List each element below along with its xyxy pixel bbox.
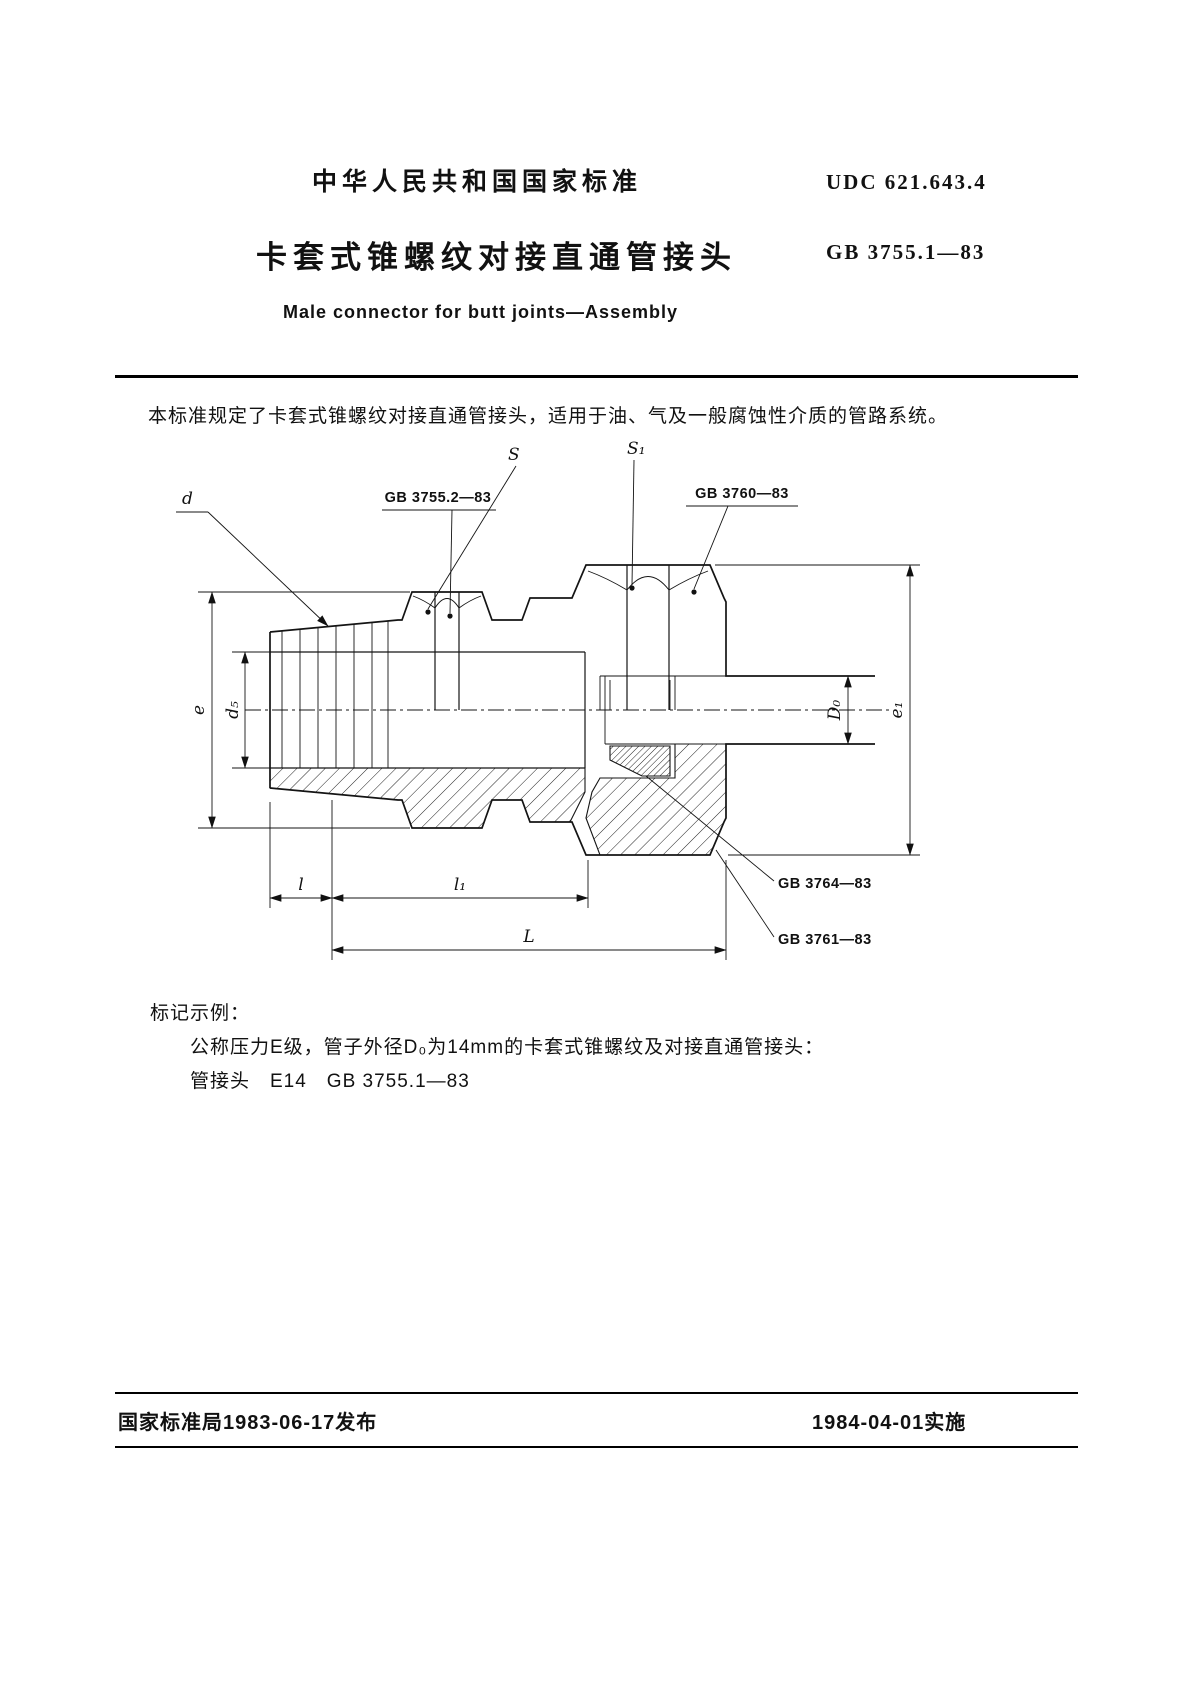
- header-org: 中华人民共和国国家标准: [312, 168, 643, 196]
- part-label-nut-top: GB 3760—83: [695, 486, 789, 502]
- part-label-body: GB 3755.2—83: [385, 490, 492, 506]
- dim-label-d: d: [182, 489, 193, 509]
- intro-paragraph: 本标准规定了卡套式锥螺纹对接直通管接头，适用于油、气及一般腐蚀性介质的管路系统。: [148, 406, 949, 427]
- ferrule-section: [609, 745, 671, 777]
- dim-label-s: S: [508, 445, 520, 465]
- dim-label-l1: l₁: [454, 875, 466, 895]
- hex-details: [412, 565, 709, 710]
- dim-label-e1: e₁: [887, 702, 907, 719]
- dim-label-s1: S₁: [627, 440, 645, 459]
- header-divider: [115, 375, 1078, 378]
- part-label-ferrule: GB 3764—83: [778, 876, 872, 892]
- page-title: 卡套式锥螺纹对接直通管接头: [256, 240, 737, 275]
- leader-lines: [176, 459, 798, 938]
- dim-label-L: L: [522, 927, 534, 947]
- header-udc: UDC 621.643.4: [826, 170, 987, 194]
- example-line-1: 公称压力E级，管子外径D₀为14mm的卡套式锥螺纹及对接直通管接头：: [190, 1037, 825, 1058]
- dim-label-l: l: [298, 875, 303, 895]
- header-standard-no: GB 3755.1—83: [826, 240, 986, 264]
- dimension-lines: [208, 564, 914, 954]
- dim-label-d5: d₅: [223, 701, 243, 719]
- extension-lines: [198, 564, 920, 960]
- dim-label-d0: D₀: [825, 700, 845, 722]
- dim-label-e: e: [189, 705, 209, 715]
- technical-drawing: d S S₁ GB 3755.2—83 GB 3760—83 e d₅ D₀ e…: [176, 440, 920, 960]
- page-subtitle-en: Male connector for butt joints—Assembly: [283, 302, 679, 322]
- leader-dots: [425, 585, 697, 619]
- part-label-nut-bottom: GB 3761—83: [778, 932, 872, 948]
- footer-effective-date: 1984-04-01实施: [812, 1412, 967, 1434]
- footer-divider-bottom: [115, 1446, 1078, 1448]
- footer-divider-top: [115, 1392, 1078, 1394]
- example-line-2: 管接头 E14 GB 3755.1—83: [190, 1071, 470, 1092]
- fitting-outline: [269, 564, 875, 856]
- footer-issue-date: 国家标准局1983-06-17发布: [118, 1412, 378, 1434]
- body-section: [269, 767, 586, 829]
- example-heading: 标记示例：: [150, 1003, 251, 1024]
- thread-lines: [281, 621, 389, 768]
- section-hatching: [269, 743, 727, 856]
